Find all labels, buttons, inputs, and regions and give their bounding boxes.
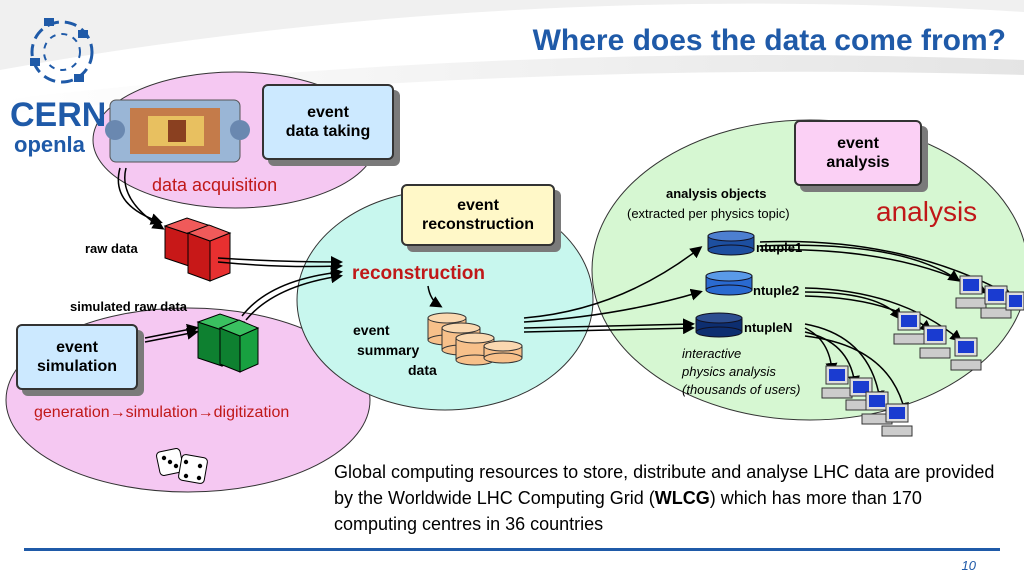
interactive-label-1: interactive (682, 346, 742, 361)
logo-brand: CERN (10, 96, 107, 134)
box-line: event (307, 104, 349, 121)
data-acquisition-label: data acquisition (152, 175, 278, 195)
header-band (0, 0, 1024, 115)
analysis-label: analysis (876, 196, 978, 227)
body-part-1: Global computing resources to store, dis… (334, 462, 995, 508)
box-line: simulation (36, 358, 117, 375)
event-summary-storage-icon (427, 312, 523, 366)
event-summary-label-2: summary (357, 342, 420, 358)
event-data-taking-box: event data taking (262, 84, 394, 160)
ntuple1-label: ntuple1 (756, 240, 803, 255)
event-simulation-box: event simulation (16, 324, 138, 390)
raw-data-storage-icon (163, 217, 232, 282)
box-line: event (837, 135, 879, 152)
raw-data-label: raw data (85, 241, 138, 256)
box-line: analysis (826, 154, 890, 171)
box-line: event (457, 197, 499, 214)
interactive-label-2: physics analysis (682, 364, 776, 379)
body-paragraph: Global computing resources to store, dis… (334, 459, 1004, 537)
body-part-2: ) which has more than 170 computing cent… (334, 488, 922, 534)
event-summary-label-1: event (353, 322, 390, 338)
simulated-data-storage-icon (196, 313, 260, 373)
ntupleN-label: ntupleN (744, 320, 793, 335)
cern-logo-icon (30, 18, 94, 84)
page-number: 10 (961, 558, 976, 573)
box-line: reconstruction (421, 216, 534, 233)
dice-icon (156, 448, 208, 484)
detector-icon (105, 99, 250, 163)
analysis-objects-label: analysis objects (666, 186, 767, 201)
interactive-label-3: (thousands of users) (682, 382, 801, 397)
event-analysis-box: event analysis (794, 120, 922, 186)
simulated-raw-data-label: simulated raw data (70, 299, 188, 314)
box-line: data taking (285, 123, 371, 140)
reconstruction-label: reconstruction (352, 263, 486, 284)
slide-title: Where does the data come from? (532, 24, 1006, 57)
workstation-icons (821, 275, 1024, 437)
box-line: event (56, 339, 98, 356)
event-summary-label-3: data (408, 362, 437, 378)
analysis-objects-sublabel: (extracted per physics topic) (627, 206, 790, 221)
ntuple2-label: ntuple2 (753, 283, 800, 298)
ntuple-storage-icons (695, 230, 755, 338)
wlcg-acronym: WLCG (654, 488, 710, 508)
generation-chain-label: generation→simulation→digitization (34, 404, 290, 421)
footer-divider (24, 548, 1000, 551)
logo-subbrand: openla (14, 132, 85, 157)
event-reconstruction-box: event reconstruction (401, 184, 555, 246)
